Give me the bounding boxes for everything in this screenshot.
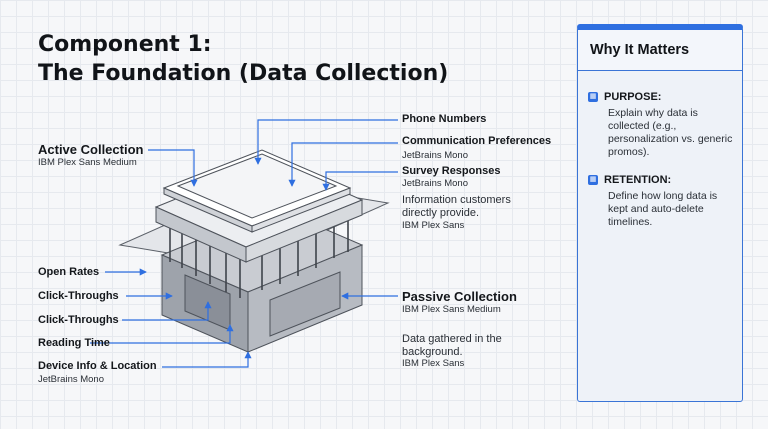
label-communication-preferences-font: JetBrains Mono <box>402 150 469 161</box>
label-survey-responses-font: JetBrains Mono <box>402 178 469 189</box>
slab-plate <box>154 149 364 263</box>
label-survey-responses: Survey Responses <box>402 165 501 177</box>
label-reading-time: Reading Time <box>38 337 110 349</box>
arrows <box>90 119 398 368</box>
title-line-2: The Foundation (Data Collection) <box>38 61 449 86</box>
label-open-rates: Open Rates <box>38 266 100 278</box>
purpose-icon: ▦ <box>588 92 598 102</box>
retention-icon: ▦ <box>588 175 598 185</box>
panel-title: Why It Matters <box>578 30 742 71</box>
retention-text: Define how long data is kept and auto-de… <box>608 190 718 228</box>
passive-description-font: IBM Plex Sans <box>402 358 465 369</box>
label-device-info-location: Device Info & Location <box>38 360 157 372</box>
purpose-label: PURPOSE: <box>604 91 662 103</box>
passive-description: Data gathered in the background. <box>402 333 502 358</box>
active-description: Information customers directly provide. <box>402 194 511 219</box>
active-description-font: IBM Plex Sans <box>402 220 465 231</box>
purpose-text: Explain why data is collected (e.g., per… <box>608 107 733 158</box>
why-it-matters-panel: Why It Matters ▦ PURPOSE: Explain why da… <box>577 24 743 402</box>
page-title: Component 1: The Foundation (Data Collec… <box>38 30 448 88</box>
title-line-1: Component 1: <box>38 32 212 57</box>
label-device-info-font: JetBrains Mono <box>38 374 105 385</box>
retention-label: RETENTION: <box>604 174 672 186</box>
active-collection-heading: Active Collection <box>38 142 144 157</box>
label-phone-numbers: Phone Numbers <box>402 113 487 125</box>
label-click-throughs-1: Click-Throughs <box>38 290 119 302</box>
purpose-section: ▦ PURPOSE: Explain why data is collected… <box>588 90 738 159</box>
passive-collection-font-note: IBM Plex Sans Medium <box>402 304 501 315</box>
label-communication-preferences: Communication Preferences <box>402 135 552 147</box>
retention-section: ▦ RETENTION: Define how long data is kep… <box>588 173 738 229</box>
active-collection-font-note: IBM Plex Sans Medium <box>38 157 137 168</box>
label-click-throughs-2: Click-Throughs <box>38 314 119 326</box>
passive-collection-heading: Passive Collection <box>402 289 517 304</box>
